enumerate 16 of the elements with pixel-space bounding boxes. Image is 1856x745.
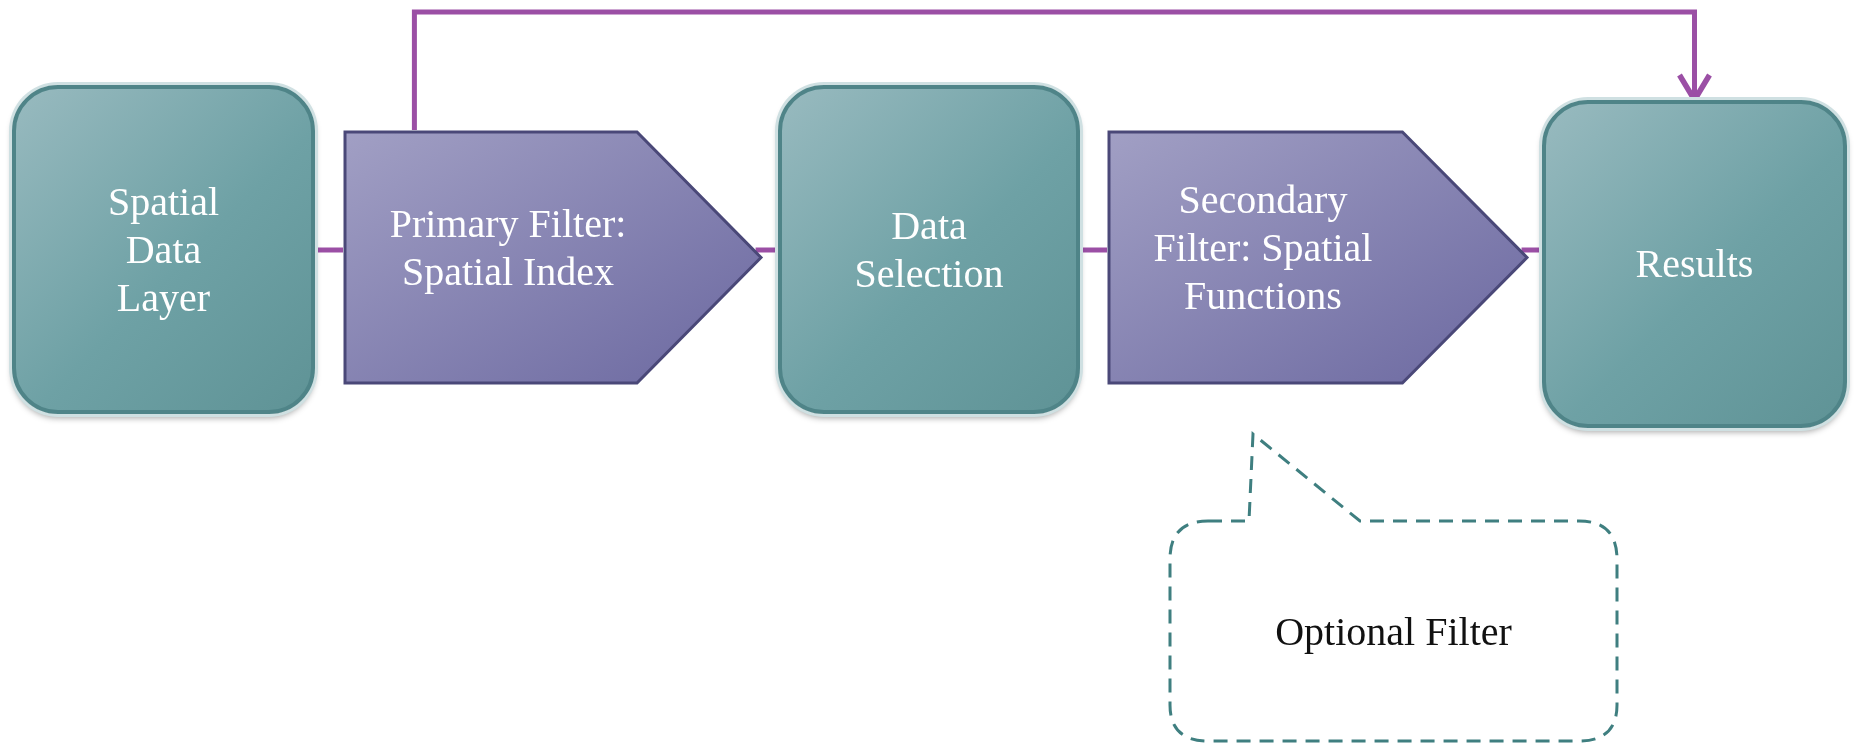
connector-line <box>1521 247 1542 253</box>
node-label: Optional Filter <box>1275 608 1512 656</box>
connector-line <box>315 247 343 253</box>
node-label: Results <box>1634 240 1755 288</box>
callout-bubble <box>1168 432 1619 743</box>
node-label: Data Selection <box>853 201 1005 298</box>
filter-arrow-shape <box>343 130 763 385</box>
node-label: Spatial Data Layer <box>106 177 221 322</box>
connector-line <box>755 247 778 253</box>
filter-arrow-shape <box>1107 130 1529 385</box>
process-box <box>778 85 1080 414</box>
node-label: Secondary Filter: Spatial Functions <box>1152 175 1374 320</box>
process-box <box>1542 100 1847 428</box>
node-label: Primary Filter: Spatial Index <box>388 199 628 296</box>
process-box <box>12 85 315 414</box>
connector-line <box>1080 247 1107 253</box>
